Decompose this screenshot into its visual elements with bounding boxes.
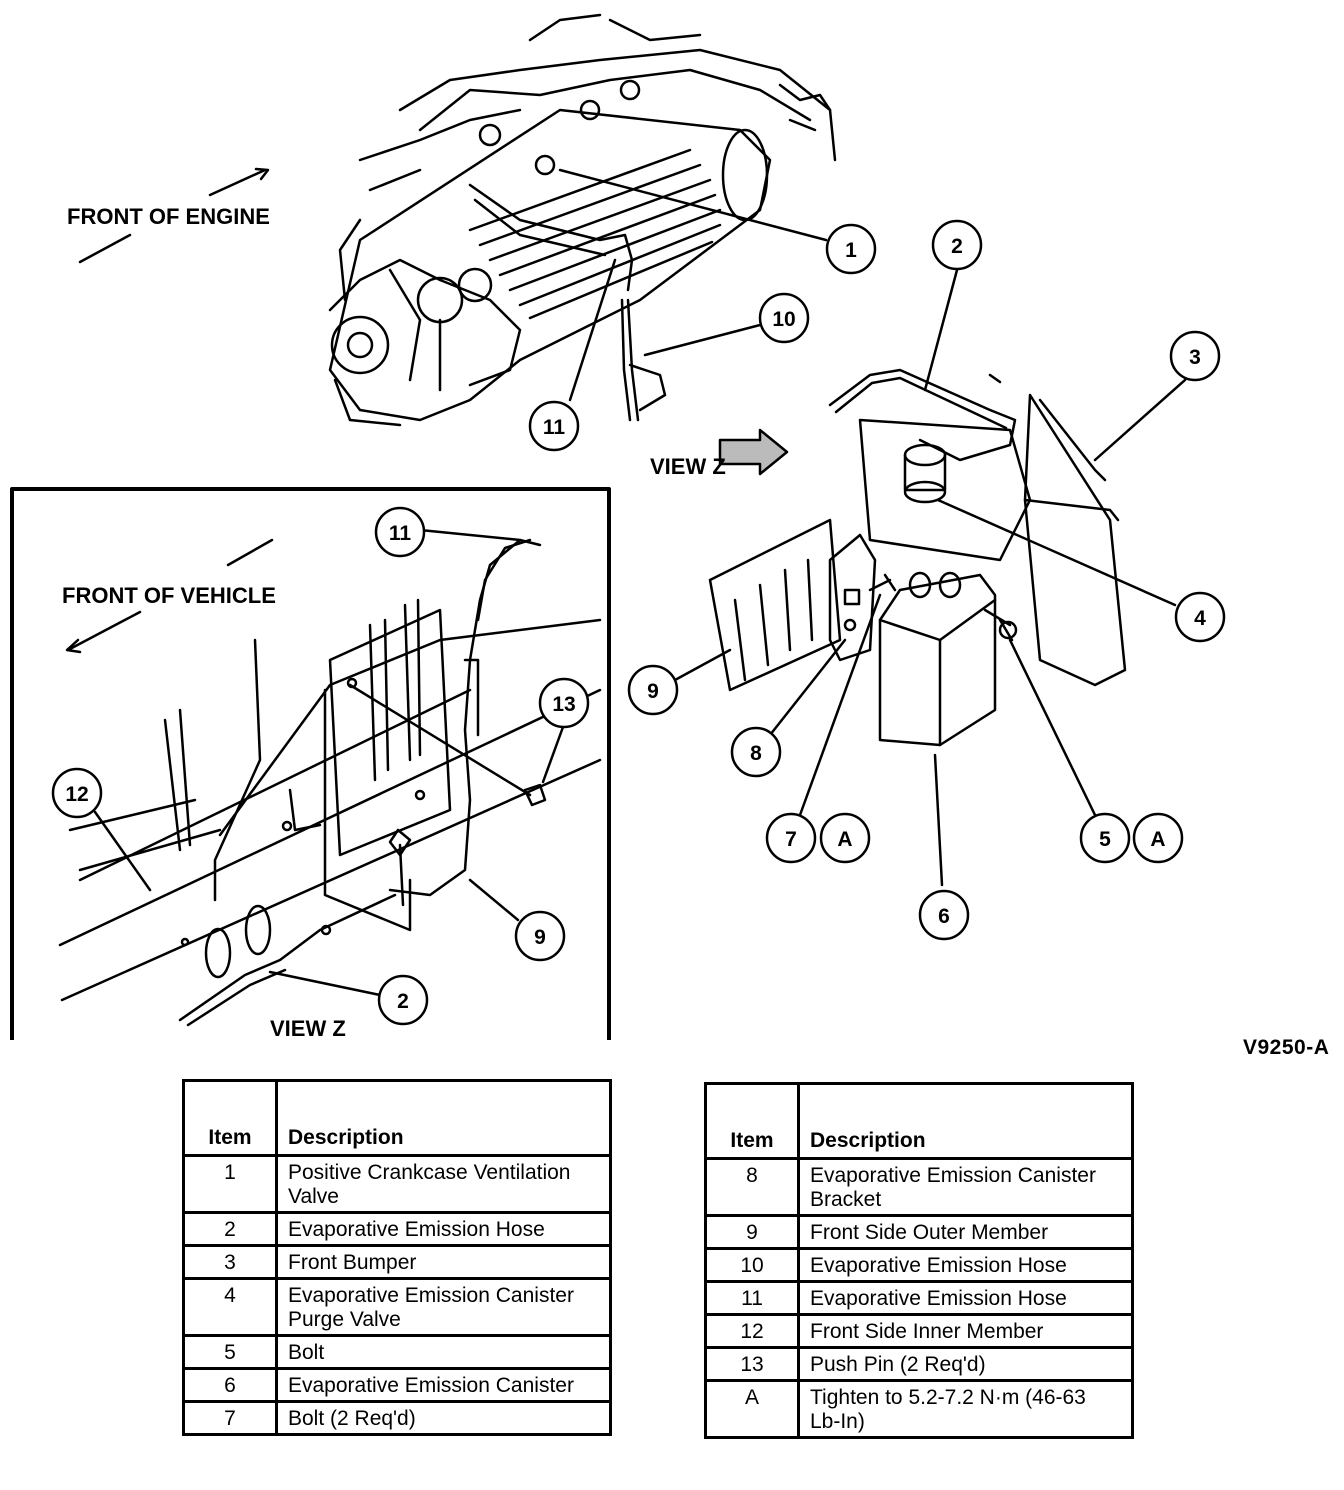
callout-5-a-text: A	[1150, 828, 1165, 851]
legend-item-description: Front Bumper	[275, 1244, 612, 1280]
callout-10-text: 10	[772, 308, 795, 331]
callout-6-text: 6	[938, 905, 950, 928]
legend-item-description: Front Side Outer Member	[797, 1214, 1134, 1250]
legend-item-description: Evaporative Emission Canister Bracket	[797, 1157, 1134, 1217]
callout-6	[918, 889, 970, 941]
legend-item-description: Bolt (2 Req'd)	[275, 1400, 612, 1436]
callout-7	[765, 812, 817, 864]
callout-10	[758, 292, 810, 344]
legend-item-number: 4	[182, 1277, 278, 1337]
legend-item-description: Evaporative Emission Hose	[275, 1211, 612, 1247]
legend-item-number: 5	[182, 1334, 278, 1370]
legend-header-description: Description	[275, 1079, 612, 1157]
callout-4	[1174, 591, 1226, 643]
inset-callout-12-text: 12	[65, 783, 88, 806]
front-of-engine-label: FRONT OF ENGINE	[67, 204, 270, 229]
legend-item-description: Tighten to 5.2-7.2 N·m (46-63 Lb-In)	[797, 1379, 1134, 1439]
canister-illustration	[673, 268, 1187, 887]
legend-item-description: Bolt	[275, 1334, 612, 1370]
legend-item-number: 9	[704, 1214, 800, 1250]
diagram-svg: 1 2 3 4 5 A 6 7 A 8 9 10 11 11 12 13 9 2…	[10, 13, 1226, 1054]
view-z-arrow-label: VIEW Z	[650, 454, 726, 479]
engine-illustration	[328, 13, 837, 427]
legend-item-description: Evaporative Emission Canister Purge Valv…	[275, 1277, 612, 1337]
inset-callout-13	[538, 677, 590, 729]
part-number: V9250-A	[1243, 1036, 1330, 1059]
legend-item-description: Push Pin (2 Req'd)	[797, 1346, 1134, 1382]
callout-1	[825, 223, 877, 275]
legend-item-number: 11	[704, 1280, 800, 1316]
view-z-arrow-icon	[718, 428, 789, 476]
view-z-inset	[10, 487, 611, 1054]
callout-5-text: 5	[1099, 828, 1111, 851]
legend-item-number: 1	[182, 1154, 278, 1214]
legend-item-number: 12	[704, 1313, 800, 1349]
legend-item-number: 2	[182, 1211, 278, 1247]
legend-item-description: Front Side Inner Member	[797, 1313, 1134, 1349]
legend-item-description: Evaporative Emission Canister	[275, 1367, 612, 1403]
legend-item-number: 3	[182, 1244, 278, 1280]
legend-item-number: A	[704, 1379, 800, 1439]
legend-item-number: 10	[704, 1247, 800, 1283]
inset-callout-2-text: 2	[397, 990, 409, 1013]
callout-4-text: 4	[1194, 607, 1206, 630]
callout-2	[931, 219, 983, 271]
legend-header-description: Description	[797, 1082, 1134, 1160]
legend-header-item: Item	[704, 1082, 800, 1160]
legend-item-number: 13	[704, 1346, 800, 1382]
legend-header-item: Item	[182, 1079, 278, 1157]
legend-item-description: Evaporative Emission Hose	[797, 1280, 1134, 1316]
inset-callout-11-text: 11	[389, 522, 412, 545]
callout-1-text: 1	[845, 239, 857, 262]
legend-item-number: 6	[182, 1367, 278, 1403]
callout-3	[1169, 330, 1221, 382]
inset-callout-11	[374, 506, 426, 558]
inset-callout-12	[51, 767, 103, 819]
callout-7-text: 7	[785, 828, 797, 851]
view-z-inset-label: VIEW Z	[270, 1016, 346, 1040]
inset-callout-9-text: 9	[534, 926, 546, 949]
callout-8-text: 8	[750, 742, 762, 765]
legend-item-description: Evaporative Emission Hose	[797, 1247, 1134, 1283]
callout-7-a-text: A	[837, 828, 852, 851]
callout-8	[730, 726, 782, 778]
callout-7-a	[819, 812, 871, 864]
inset-callout-2	[377, 974, 429, 1026]
callout-5-a	[1132, 812, 1184, 864]
callout-5	[1079, 812, 1131, 864]
legend-item-description: Positive Crankcase Ventilation Valve	[275, 1154, 612, 1214]
legend-item-number: 7	[182, 1400, 278, 1436]
callout-11-text: 11	[543, 416, 566, 439]
front-of-vehicle-label: FRONT OF VEHICLE	[62, 583, 276, 608]
callout-11	[528, 400, 580, 452]
inset-callout-13-text: 13	[552, 693, 575, 716]
legend-item-number: 8	[704, 1157, 800, 1217]
callout-3-text: 3	[1189, 346, 1201, 369]
callout-9	[627, 664, 679, 716]
inset-callout-9	[514, 910, 566, 962]
callout-2-text: 2	[951, 235, 963, 258]
callout-9-text: 9	[647, 680, 659, 703]
